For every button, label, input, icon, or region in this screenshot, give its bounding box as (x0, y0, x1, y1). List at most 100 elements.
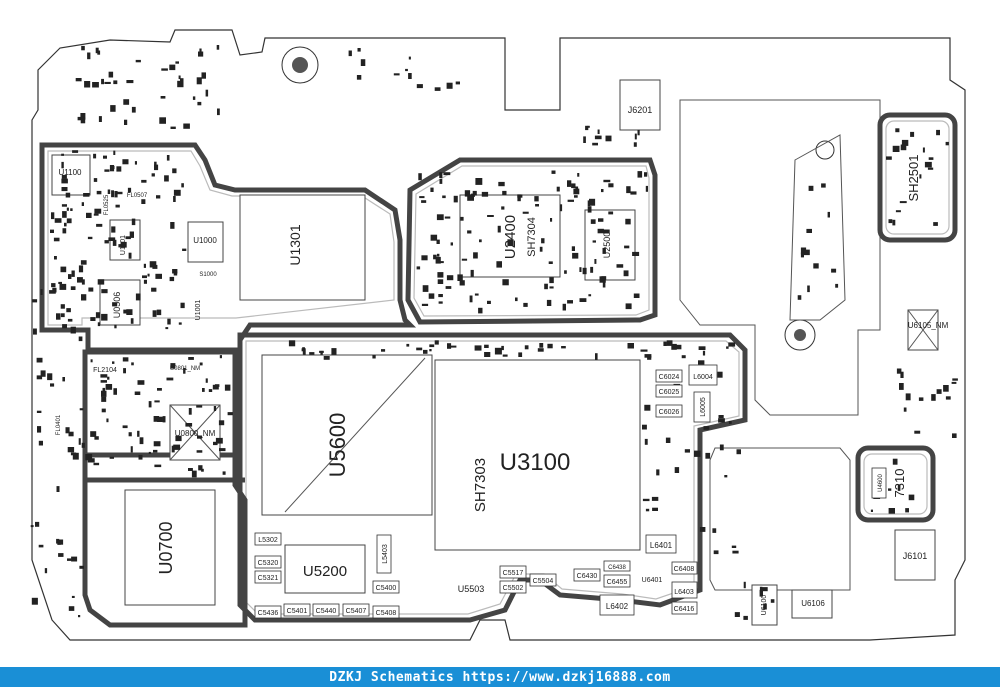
smd-component (212, 384, 219, 390)
footer-watermark: DZKJ Schematics https://www.dzkj16888.co… (0, 667, 1000, 687)
smd-component (502, 279, 509, 286)
smd-component (90, 317, 96, 321)
svg-text:C5502: C5502 (503, 585, 524, 592)
smd-component (544, 283, 548, 290)
smd-component (870, 509, 873, 512)
smd-component (437, 279, 444, 284)
smd-component (922, 147, 925, 153)
shield-center (237, 332, 748, 623)
smd-component (224, 384, 231, 391)
smd-component (567, 180, 572, 187)
smd-component (728, 421, 732, 424)
smd-component (496, 261, 502, 268)
smd-component (319, 350, 324, 353)
smd-component (436, 214, 444, 221)
smd-component (429, 349, 432, 352)
smd-component (117, 191, 123, 195)
smd-component (80, 113, 86, 120)
smd-component (901, 139, 909, 146)
smd-component (698, 360, 705, 365)
label-u1101: U1101 (120, 235, 127, 255)
smd-component (594, 135, 602, 140)
smd-component (647, 355, 652, 360)
smd-component (149, 261, 157, 268)
smd-component (808, 185, 814, 191)
smd-component (197, 101, 202, 106)
smd-component (180, 302, 185, 309)
smd-component (423, 349, 428, 354)
smd-component (139, 437, 144, 445)
smd-component (70, 326, 76, 334)
smd-component (127, 187, 132, 193)
smd-component (56, 486, 60, 492)
smd-component (113, 80, 118, 85)
smd-component (83, 193, 90, 197)
smd-component (408, 73, 412, 79)
smd-component (561, 346, 566, 349)
smd-component (303, 349, 306, 355)
smd-component (616, 264, 624, 268)
smd-component (886, 156, 892, 160)
label-sh7303: SH7303 (472, 458, 489, 512)
smd-component (429, 344, 435, 348)
smd-component (719, 444, 724, 451)
smd-component (72, 150, 79, 153)
smd-component (467, 194, 474, 201)
smd-component (434, 340, 439, 345)
smd-component (165, 327, 169, 330)
smd-component (585, 125, 589, 131)
smd-component (154, 400, 160, 403)
smd-component (110, 105, 116, 112)
smd-component (130, 446, 133, 453)
smd-component (357, 48, 361, 52)
smd-component (421, 200, 427, 203)
smd-component (62, 324, 67, 329)
smd-component (571, 246, 575, 251)
smd-component (694, 450, 701, 457)
chip-u3100 (434, 359, 641, 551)
smd-component (597, 129, 600, 134)
smd-component (416, 84, 423, 89)
smd-component (113, 150, 116, 155)
smd-component (676, 344, 682, 350)
smd-component (534, 196, 539, 202)
label-u1001: U1001 (195, 300, 202, 321)
smd-component (135, 293, 141, 301)
screw-hole-top (281, 46, 319, 84)
smd-component (101, 408, 106, 413)
smd-component (97, 50, 101, 55)
smd-component (95, 47, 99, 54)
smd-component (331, 348, 337, 355)
smd-component (169, 64, 176, 71)
smd-component (945, 141, 949, 146)
smd-component (61, 153, 64, 156)
smd-component (178, 75, 181, 80)
smd-component (640, 349, 648, 352)
smd-component (800, 252, 804, 258)
lower-right-region (709, 447, 851, 591)
smd-component (33, 328, 37, 335)
smd-component (899, 201, 907, 204)
smd-component (918, 397, 924, 401)
smd-component (671, 343, 677, 350)
svg-text:L6402: L6402 (606, 602, 629, 611)
smd-component (61, 187, 68, 192)
smd-component (736, 449, 741, 455)
smd-component (474, 345, 482, 351)
svg-text:C5321: C5321 (258, 575, 279, 582)
smd-component (437, 253, 440, 257)
smd-component (72, 452, 79, 460)
smd-component (502, 354, 508, 357)
smd-component (112, 361, 115, 364)
smd-component (65, 192, 71, 198)
smd-component (645, 185, 648, 192)
smd-component (599, 276, 606, 283)
smd-component (484, 352, 491, 357)
smd-component (36, 410, 42, 413)
smd-component (572, 252, 579, 259)
smd-component (813, 263, 819, 269)
smd-component (951, 381, 957, 384)
smd-component (718, 418, 725, 423)
smd-component (104, 240, 109, 244)
shield-lower-left (82, 349, 248, 628)
